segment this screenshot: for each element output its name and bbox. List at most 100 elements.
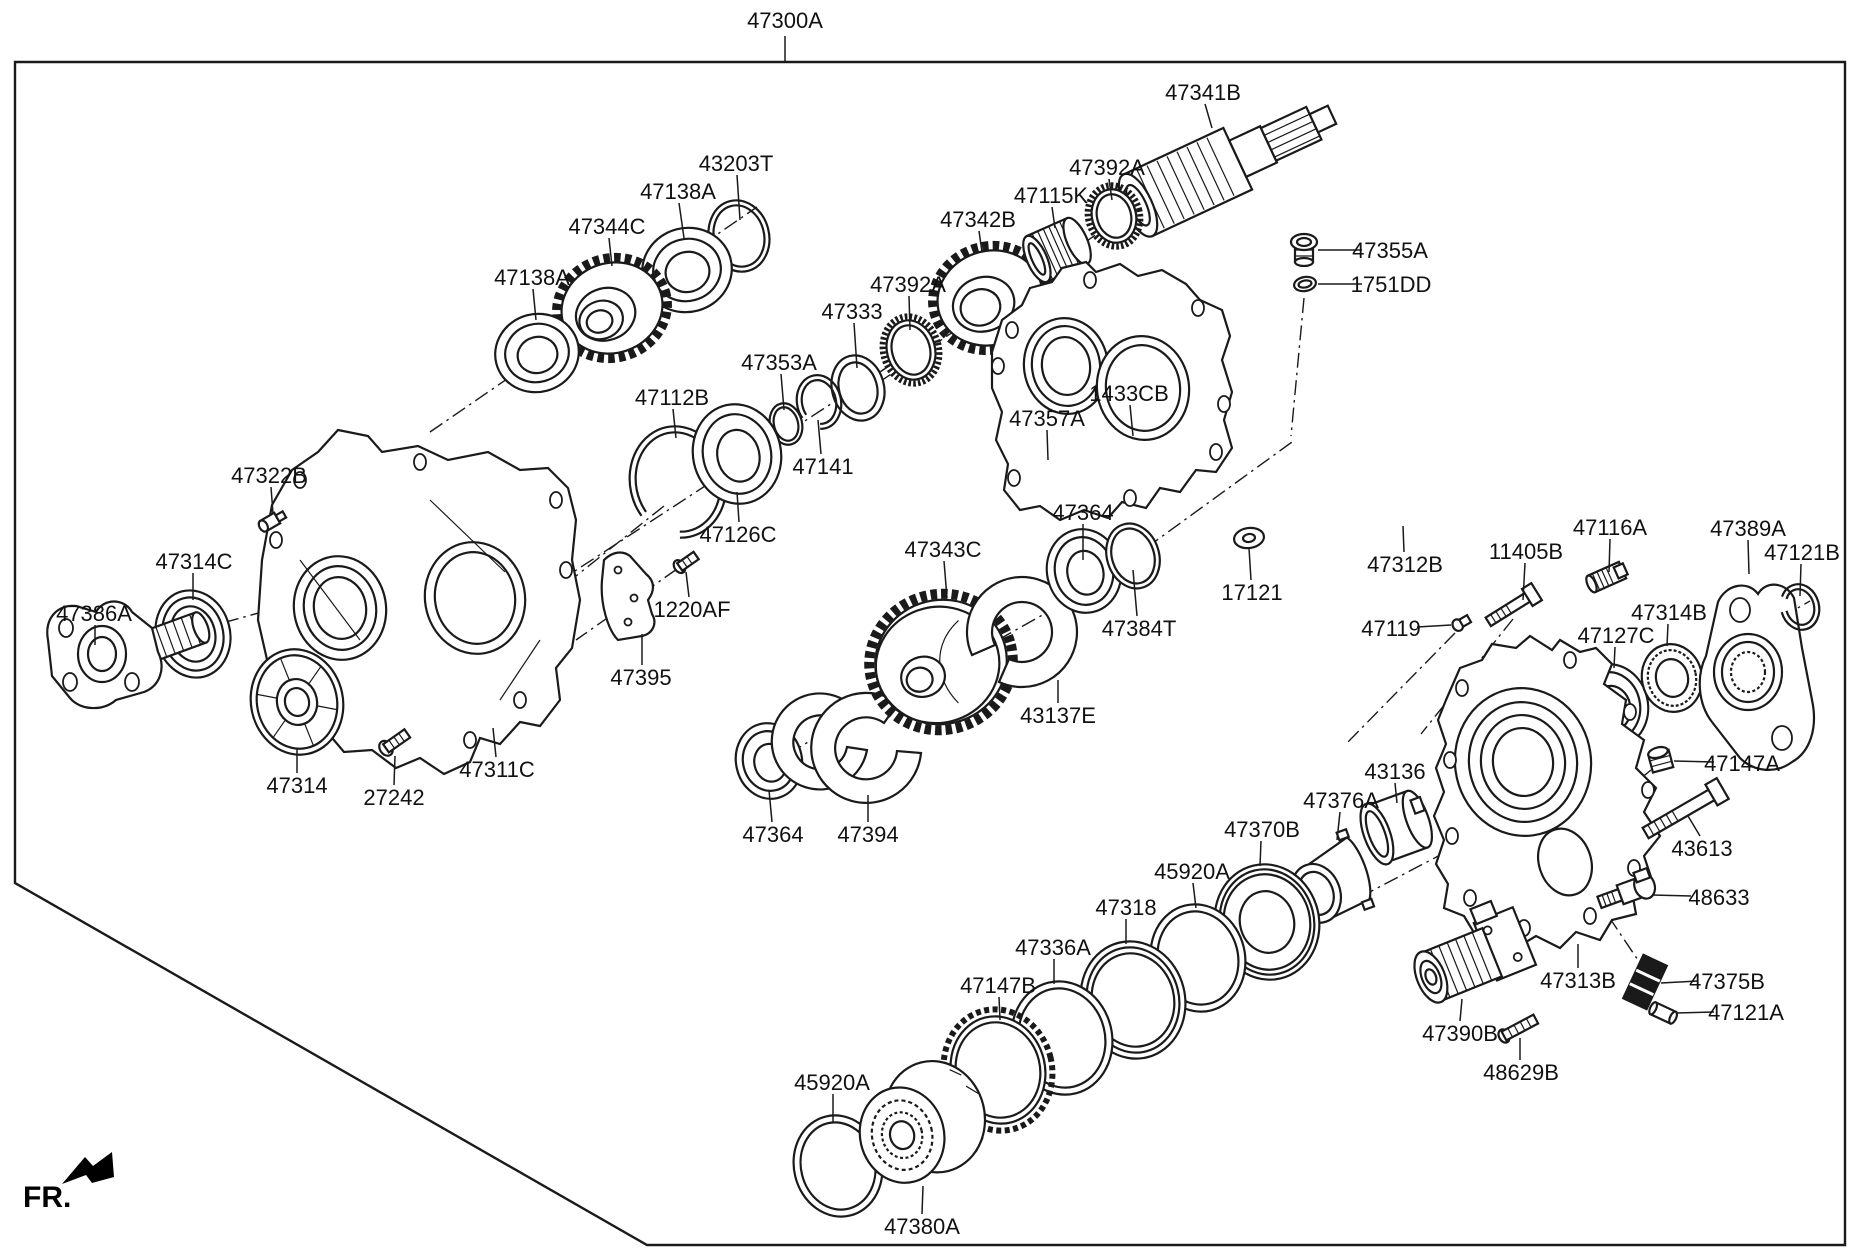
label-leader-line <box>270 486 274 515</box>
label-leader-line <box>1046 429 1049 461</box>
part-snap-ring-47141 <box>795 374 843 430</box>
label-leader-line <box>1394 782 1398 804</box>
label-leader-line <box>908 295 911 331</box>
part-label-47384T: 47384T <box>1102 616 1177 641</box>
label-leader-line <box>1522 562 1526 601</box>
part-bearing-47138A-lower <box>494 312 580 394</box>
part-label-47355A: 47355A <box>1352 238 1428 263</box>
part-housing-47311C <box>256 428 582 776</box>
part-label-47311C: 47311C <box>459 757 535 782</box>
part-label-1220AF: 1220AF <box>653 597 730 622</box>
part-label-47353A: 47353A <box>741 350 817 375</box>
diagram-border <box>13 60 1847 1247</box>
label-leader-line <box>1129 404 1134 437</box>
part-snap-ring-47121B <box>1779 583 1821 631</box>
part-label-47390B: 47390B <box>1422 1021 1498 1046</box>
label-leader-line <box>1192 882 1197 909</box>
part-label-47370B: 47370B <box>1224 817 1300 842</box>
label-leader-line <box>853 322 858 369</box>
part-label-47121B: 47121B <box>1764 540 1840 565</box>
part-sensor-48633 <box>1596 866 1657 910</box>
part-sensor-47375B <box>1621 953 1669 1011</box>
part-label-17121: 17121 <box>1221 580 1282 605</box>
part-guide-plate-47395 <box>600 551 656 642</box>
label-leader-line <box>921 1185 924 1215</box>
part-label-47343C: 47343C <box>904 537 981 562</box>
label-leader-line <box>1248 547 1252 581</box>
part-label-47138A: 47138A <box>494 265 570 290</box>
part-thrust-washer-47394-rear <box>770 692 869 791</box>
part-label-43137E: 43137E <box>1020 703 1096 728</box>
label-leader-line <box>736 491 740 523</box>
part-label-47389A: 47389A <box>1710 516 1786 541</box>
part-label-47147B: 47147B <box>960 973 1036 998</box>
part-thrust-washer-43137E <box>965 575 1079 689</box>
leader-lines-layer <box>94 36 1802 1215</box>
part-label-47386A: 47386A <box>56 601 132 626</box>
label-leader-line <box>1673 760 1715 763</box>
part-label-47121A: 47121A <box>1708 1000 1784 1025</box>
part-screw-1220AF <box>672 550 701 575</box>
part-tone-ring-47392A-right <box>1084 182 1144 250</box>
part-label-47300A: 47300A <box>747 8 823 33</box>
label-leader-line <box>608 237 613 267</box>
part-label-47375B: 47375B <box>1689 969 1765 994</box>
part-coupling-43136 <box>1359 789 1434 866</box>
label-leader-line <box>978 230 983 253</box>
part-oring-47384T <box>1105 522 1161 590</box>
part-label-45920A: 45920A <box>794 1070 870 1095</box>
part-label-47126C: 47126C <box>699 522 776 547</box>
part-label-47318: 47318 <box>1095 895 1156 920</box>
part-label-1433CB: 1433CB <box>1089 381 1169 406</box>
label-leader-line <box>685 571 690 598</box>
part-spacer-47333 <box>830 354 886 422</box>
assembly-axis-line <box>1290 297 1305 437</box>
part-input-shaft-47341B <box>1117 104 1338 238</box>
part-bolt-48629B <box>1497 1013 1540 1044</box>
label-leader-line <box>943 560 948 599</box>
assembly-axis-line <box>1345 632 1456 745</box>
label-leader-line <box>1666 623 1669 647</box>
part-label-47344C: 47344C <box>568 214 645 239</box>
label-leader-line <box>1416 624 1452 628</box>
part-label-47364: 47364 <box>742 822 803 847</box>
part-label-47119: 47119 <box>1361 616 1421 641</box>
part-housing-47312B <box>990 260 1234 522</box>
label-leader-line <box>1402 525 1405 553</box>
part-bleeder-47322B <box>257 509 288 533</box>
part-screw-27242 <box>378 727 412 757</box>
part-label-47116A: 47116A <box>1573 515 1648 540</box>
part-fitting-47116A <box>1585 560 1630 594</box>
part-label-48633: 48633 <box>1688 885 1749 910</box>
part-pin-47121A <box>1648 1000 1679 1025</box>
part-clutch-hub-47380A <box>858 1059 987 1184</box>
part-label-47333: 47333 <box>821 299 882 324</box>
part-plug-47355A <box>1289 232 1319 268</box>
part-housing-47313B <box>1432 634 1662 950</box>
label-leader-line <box>768 789 773 823</box>
part-label-47392A: 47392A <box>870 272 946 297</box>
part-label-47322B: 47322B <box>231 463 307 488</box>
part-set-screw-47147A <box>1646 745 1675 774</box>
label-leader-line <box>393 755 396 786</box>
part-label-43203T: 43203T <box>699 151 774 176</box>
part-label-47141: 47141 <box>792 454 853 479</box>
part-label-47314: 47314 <box>266 773 327 798</box>
label-leader-line <box>1660 980 1699 984</box>
part-motor-47390B <box>1413 899 1538 1004</box>
part-label-47115K: 47115K <box>1014 183 1089 208</box>
part-label-47357A: 47357A <box>1009 406 1085 431</box>
label-leader-line <box>1132 569 1138 617</box>
label-leader-line <box>1108 178 1113 201</box>
part-bearing-47364-upper <box>1045 528 1123 614</box>
part-label-47314C: 47314C <box>155 549 232 574</box>
fr-label: FR. <box>23 1181 71 1214</box>
label-leader-line <box>1675 1011 1715 1014</box>
label-leader-line <box>1336 811 1341 841</box>
part-label-47112B: 47112B <box>635 385 709 410</box>
part-label-1751DD: 1751DD <box>1351 272 1432 297</box>
label-leader-line <box>780 373 785 411</box>
assembly-axis-line <box>1145 441 1293 549</box>
label-leader-line <box>817 419 822 455</box>
